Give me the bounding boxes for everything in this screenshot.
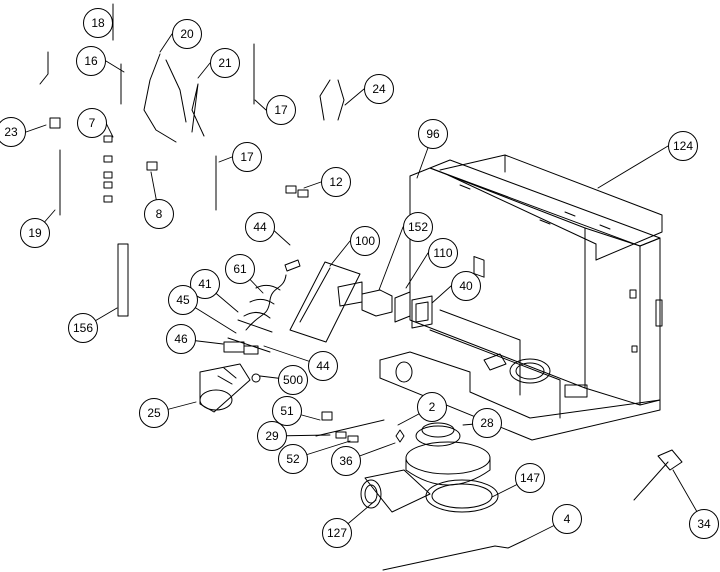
callout-127: 127 bbox=[322, 518, 352, 548]
callout-23: 23 bbox=[0, 117, 26, 147]
callout-25: 25 bbox=[139, 398, 169, 428]
callout-61: 61 bbox=[225, 254, 255, 284]
blower-assembly bbox=[360, 422, 499, 513]
callout-45: 45 bbox=[168, 285, 198, 315]
callout-44: 44 bbox=[308, 351, 338, 381]
callout-8: 8 bbox=[144, 199, 174, 229]
auger-assembly bbox=[199, 259, 301, 413]
callout-52: 52 bbox=[278, 444, 308, 474]
callout-24: 24 bbox=[364, 74, 394, 104]
callout-28: 28 bbox=[472, 408, 502, 438]
duct-plates bbox=[289, 261, 433, 343]
callout-36: 36 bbox=[331, 446, 361, 476]
callout-41: 41 bbox=[190, 269, 220, 299]
callout-44: 44 bbox=[245, 212, 275, 242]
callout-500: 500 bbox=[278, 365, 308, 395]
callout-17: 17 bbox=[266, 95, 296, 125]
callout-17: 17 bbox=[232, 142, 262, 172]
callout-124: 124 bbox=[668, 131, 698, 161]
callout-110: 110 bbox=[428, 238, 458, 268]
callout-40: 40 bbox=[451, 271, 481, 301]
callout-34: 34 bbox=[689, 509, 719, 539]
callout-4: 4 bbox=[552, 504, 582, 534]
callout-100: 100 bbox=[350, 226, 380, 256]
callout-147: 147 bbox=[515, 463, 545, 493]
callout-18: 18 bbox=[83, 8, 113, 38]
callout-21: 21 bbox=[210, 48, 240, 78]
callout-156: 156 bbox=[68, 313, 98, 343]
callout-20: 20 bbox=[172, 19, 202, 49]
callout-46: 46 bbox=[166, 324, 196, 354]
callout-2: 2 bbox=[417, 392, 447, 422]
callout-29: 29 bbox=[257, 421, 287, 451]
callout-7: 7 bbox=[77, 108, 107, 138]
callout-152: 152 bbox=[403, 212, 433, 242]
rods-and-wires bbox=[39, 3, 683, 571]
callout-96: 96 bbox=[418, 119, 448, 149]
callout-19: 19 bbox=[20, 218, 50, 248]
callout-16: 16 bbox=[76, 46, 106, 76]
callout-12: 12 bbox=[321, 167, 351, 197]
